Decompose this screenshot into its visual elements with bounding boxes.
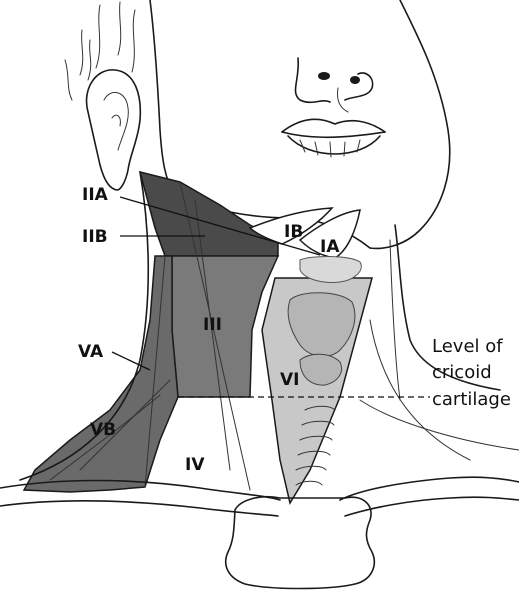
annotation-line-1: Level of [432, 336, 503, 357]
label-vi: VI [280, 370, 299, 390]
annotation-line-2: cricoid [432, 362, 492, 383]
nostril-left [318, 72, 330, 80]
region-level-iia-iib [140, 172, 278, 256]
label-iia: IIA [82, 185, 109, 205]
cricoid-annotation: Level of cricoid cartilage [432, 336, 511, 410]
label-ib: IB [284, 222, 303, 242]
ear-outline [87, 70, 141, 190]
hair-strands [65, 2, 135, 100]
clavicle-sternum [0, 477, 519, 588]
label-va: VA [78, 342, 104, 362]
label-iii: III [203, 315, 222, 335]
label-iib: IIB [82, 227, 108, 247]
label-vb: VB [90, 420, 116, 440]
annotation-line-3: cartilage [432, 389, 511, 410]
label-iv: IV [185, 455, 205, 475]
region-level-iii [172, 256, 278, 397]
nostril-right [350, 76, 360, 84]
label-ia: IA [320, 237, 340, 257]
